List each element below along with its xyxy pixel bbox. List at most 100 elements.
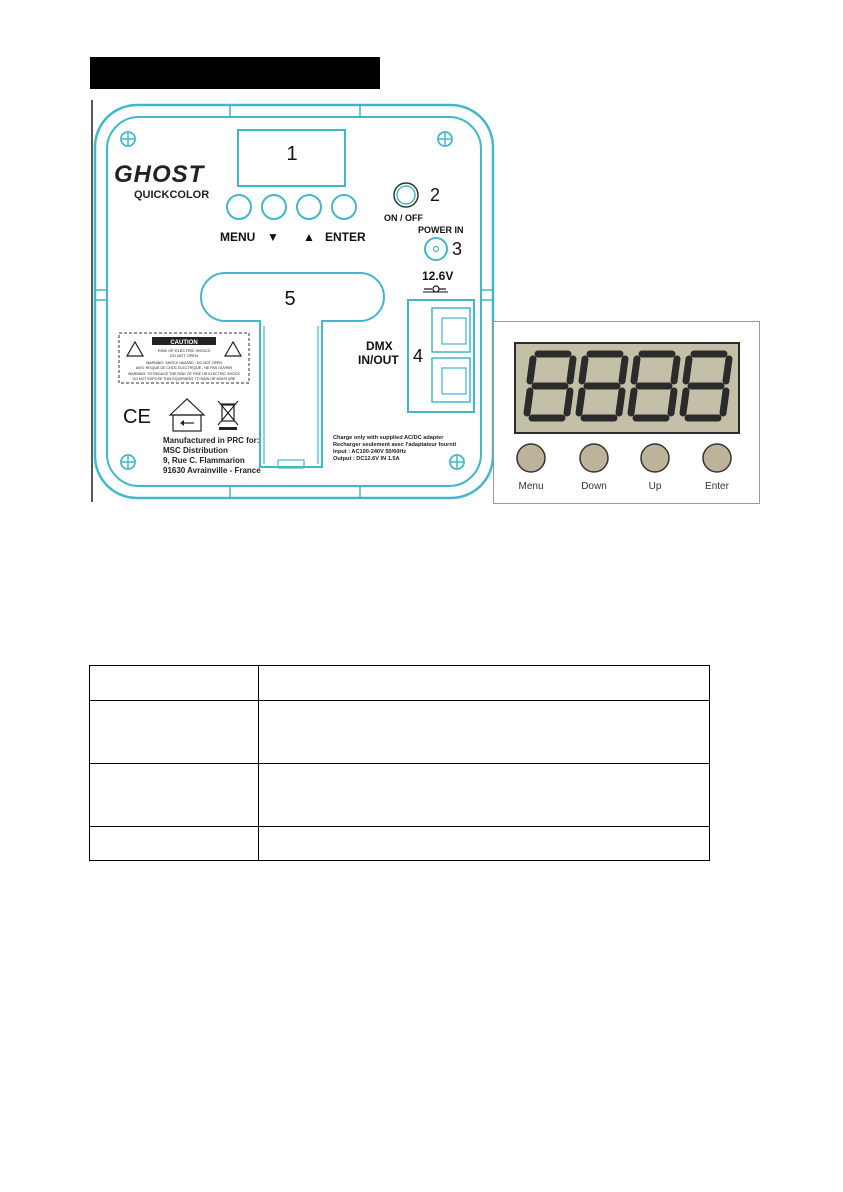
screw-icon [437, 131, 453, 147]
power-in-label: POWER IN [418, 225, 464, 235]
caution-line-5: WARNING: TO REDUCE THE RISK OF FIRE OR E… [128, 372, 240, 376]
lcd-segment [578, 355, 589, 385]
lcd-segment [563, 387, 574, 417]
table-row [89, 763, 710, 827]
dmx-in-port[interactable] [431, 307, 471, 353]
lcd-enter-label: Enter [705, 481, 730, 492]
charge-info-line-2: Recharger seulement avec l'adaptateur fo… [333, 442, 456, 448]
down-button[interactable] [261, 194, 287, 220]
electric-hazard-icon [125, 340, 145, 357]
dmx-in-out-label: IN/OUT [358, 353, 399, 367]
lcd-segment [719, 387, 730, 417]
switch-label: ON / OFF [384, 213, 423, 223]
table-row [89, 700, 710, 764]
caution-line-3: WARNING: SHOCK HAZARD - DO NOT OPEN [146, 361, 222, 365]
charge-info-line-3: Input : AC100-240V 50/60Hz [333, 449, 406, 455]
callout-3: 3 [452, 239, 462, 259]
dmx-out-port[interactable] [431, 357, 471, 403]
screw-icon [449, 454, 465, 470]
lcd-menu-button[interactable] [516, 443, 546, 473]
lcd-segment [566, 355, 577, 385]
lcd-segment [682, 355, 693, 385]
lcd-segment [575, 387, 586, 417]
dc-polarity-icon [423, 285, 448, 293]
lcd-up-label: Up [649, 481, 662, 492]
up-arrow-label: ▲ [303, 230, 315, 244]
manufacturer-line-1: Manufactured in PRC for: [163, 436, 259, 445]
callout-4: 4 [413, 346, 423, 366]
callout-1: 1 [286, 143, 297, 165]
lcd-segment [670, 355, 681, 385]
caution-line-2: DO NOT OPEN [170, 353, 198, 358]
ce-mark: CE [123, 406, 151, 428]
weee-bin-icon [217, 400, 239, 430]
lcd-segment [667, 387, 678, 417]
lcd-down-button[interactable] [579, 443, 609, 473]
back-panel-illustration: 1 GHOST QUICKCOLOR MENU ▼ ▲ ENTER 2 ON /… [90, 100, 500, 510]
table-cell [89, 826, 259, 861]
screw-icon [120, 454, 136, 470]
lcd-digit [679, 350, 733, 422]
indoor-use-icon [168, 398, 206, 432]
dmx-label: DMX [366, 339, 393, 353]
caution-line-4: AVIS: RISQUE DE CHOC ELECTRIQUE - NE PAS… [136, 366, 233, 370]
lcd-digit [575, 350, 629, 422]
lcd-segment [615, 387, 626, 417]
up-button[interactable] [296, 194, 322, 220]
model-label: QUICKCOLOR [134, 189, 209, 201]
lcd-menu-label: Menu [518, 481, 543, 492]
caution-line-6: DO NOT EXPOSE THIS EQUIPMENT TO RAIN OR … [133, 377, 237, 381]
voltage-label: 12.6V [422, 269, 453, 283]
table-row [89, 665, 710, 701]
callout-2: 2 [430, 185, 440, 205]
dmx-port-frame [407, 299, 475, 413]
lcd-segment [630, 355, 641, 385]
manufacturer-line-3: 9, Rue C. Flammarion [163, 456, 245, 465]
table-cell [258, 665, 710, 701]
menu-button[interactable] [226, 194, 252, 220]
lcd-segment [526, 355, 537, 385]
lcd-segment [722, 355, 733, 385]
power-switch[interactable] [393, 182, 419, 208]
caution-line-1: RISK OF ELECTRIC SHOCK [158, 348, 211, 353]
power-in-jack[interactable] [424, 237, 448, 261]
table-cell [258, 826, 710, 861]
panel-inner-frame [106, 116, 482, 487]
lcd-segment [627, 387, 638, 417]
lcd-enter-button[interactable] [702, 443, 732, 473]
charge-info-line-4: Output : DC12.6V IN 1.5A [333, 456, 400, 462]
table-cell [89, 763, 259, 827]
lcd-up-button[interactable] [640, 443, 670, 473]
table-cell [89, 700, 259, 764]
table-cell [89, 665, 259, 701]
charge-info-line-1: Charge only with supplied AC/DC adapter [333, 435, 444, 441]
warning-icon [223, 340, 243, 357]
table-cell [258, 700, 710, 764]
menu-label: MENU [220, 230, 255, 244]
caution-label [118, 332, 250, 384]
lcd-segment [679, 387, 690, 417]
down-arrow-label: ▼ [267, 230, 279, 244]
table-row [89, 826, 710, 861]
section-title-bar [90, 57, 380, 89]
display-panel-illustration: 8888 Menu Down Up Enter [493, 321, 761, 510]
lcd-digit [627, 350, 681, 422]
spec-table [89, 665, 710, 861]
table-cell [258, 763, 710, 827]
lcd-digit [523, 350, 577, 422]
lcd-digits [523, 350, 733, 422]
battery-compartment [200, 272, 385, 468]
brand-logo: GHOST [114, 161, 206, 188]
panel-outer-frame [93, 103, 495, 500]
manufacturer-line-4: 91630 Avrainville - France [163, 466, 261, 475]
lcd-segment [618, 355, 629, 385]
caution-title: CAUTION [170, 340, 197, 346]
enter-button[interactable] [331, 194, 357, 220]
display-window [237, 129, 346, 187]
screw-icon [120, 131, 136, 147]
enter-label: ENTER [325, 230, 366, 244]
manufacturer-line-2: MSC Distribution [163, 446, 228, 455]
lcd-segment [523, 387, 534, 417]
callout-5: 5 [284, 288, 295, 310]
lcd-down-label: Down [581, 481, 607, 492]
